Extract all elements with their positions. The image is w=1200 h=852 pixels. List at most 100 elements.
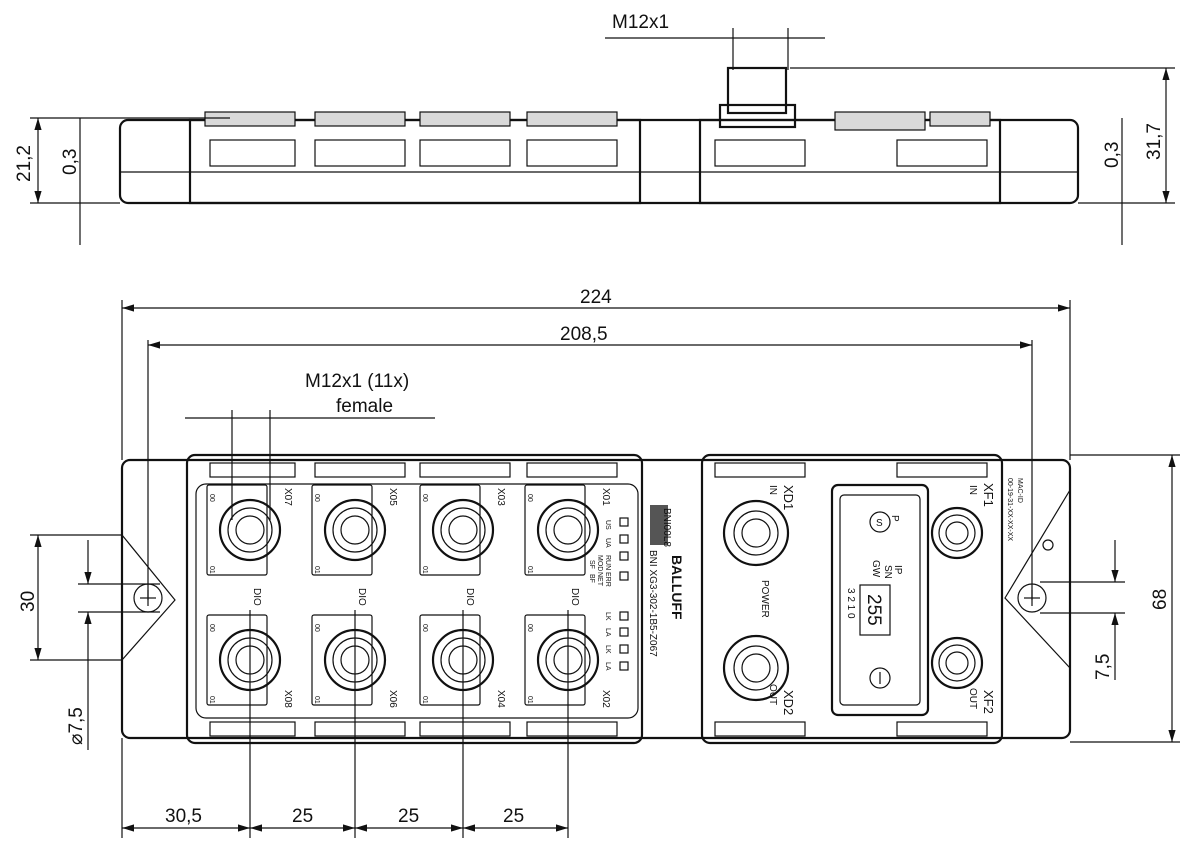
dim-21-2: 21,2 (14, 145, 35, 182)
pin-01-label: 01 (526, 696, 533, 704)
pin-00-label: 00 (421, 494, 428, 502)
pin-01-label: 01 (421, 696, 428, 704)
pin-01-label: 01 (421, 566, 428, 574)
led-sf: SF (588, 560, 595, 569)
datamatrix-code (650, 505, 668, 545)
brand-logo: BALLUFF (669, 555, 685, 620)
pin-01-label: 01 (313, 566, 320, 574)
side-body (118, 118, 1080, 205)
port-label: X08 (282, 690, 293, 708)
model-line-2: BNI XG3-302-1B5-Z067 (647, 550, 658, 657)
mac-label-2: 00-19-31-XX-XX-XX (1006, 478, 1013, 541)
led-run: RUN (604, 555, 611, 570)
dim-31-7: 31,7 (1144, 123, 1165, 160)
mount-hole-right (1017, 583, 1047, 613)
dim-dia-7-5: ⌀7,5 (66, 707, 87, 745)
port-label: X05 (387, 488, 398, 506)
s-button-icon (869, 511, 891, 533)
dio-label: DIO (251, 588, 262, 606)
sn-label: SN (882, 565, 893, 579)
power-connector-xd1 (722, 499, 790, 567)
side-view: M12x1 21,2 0,3 31,7 0,3 (14, 12, 1175, 245)
dim-25-c: 25 (503, 806, 524, 827)
m12-connector (431, 498, 495, 562)
power-module (700, 453, 1004, 745)
m12-connector (323, 498, 387, 562)
xd2-sub: OUT (767, 684, 778, 705)
port-label: X02 (600, 690, 611, 708)
fieldbus-connector-xf1 (930, 506, 984, 560)
connector-note-2: female (336, 396, 393, 417)
branding: BALLUFF BNI00L8 BNI XG3-302-1B5-Z067 (647, 505, 685, 657)
connector-note-1: M12x1 (11x) (305, 371, 409, 392)
side-connector-caps (204, 111, 991, 131)
pin-00-label: 00 (526, 494, 533, 502)
led-err: ERR (604, 572, 611, 587)
pin-00-label: 00 (313, 624, 320, 632)
dim-7-5-right: 7,5 (1093, 654, 1114, 680)
led-ua: UA (604, 538, 611, 548)
power-connector-xd2 (722, 634, 790, 702)
model-line-1: BNI00L8 (661, 508, 672, 547)
xd2-label: XD2 (781, 690, 796, 715)
xd1-label: XD1 (781, 485, 796, 510)
base-plate (120, 458, 1072, 740)
p-label: P (889, 515, 900, 522)
gw-label: GW (870, 560, 881, 578)
thread-label: M12x1 (612, 12, 669, 33)
status-leds: US UA RUN ERR MOD NET SF BF LK LA LK LA (588, 517, 629, 671)
side-vents (209, 139, 988, 167)
led-mod: MOD (596, 555, 603, 571)
m12-connector (218, 498, 282, 562)
display-digits: 3 2 1 0 (845, 588, 856, 619)
pin-00-label: 00 (526, 624, 533, 632)
xf1-label: XF1 (981, 483, 996, 507)
io-vents (209, 462, 618, 737)
port-label: X06 (387, 690, 398, 708)
led-bf: BF (588, 574, 595, 583)
pin-00-label: 00 (313, 494, 320, 502)
xd1-sub: IN (767, 485, 778, 495)
dim-208-5: 208,5 (560, 324, 608, 345)
power-label: POWER (759, 580, 770, 618)
pin-01-label: 01 (526, 566, 533, 574)
dio-label: DIO (356, 588, 367, 606)
s-symbol: S (876, 518, 883, 529)
dim-30-5: 30,5 (165, 806, 202, 827)
pin-01-label: 01 (313, 696, 320, 704)
dim-68: 68 (1150, 589, 1171, 610)
io-module (185, 453, 644, 745)
top-view: 224 208,5 M12x1 (11x) female (18, 287, 1180, 838)
port-label: X07 (282, 488, 293, 506)
dim-0-3-right: 0,3 (1102, 142, 1123, 168)
pin-00-label: 00 (208, 494, 215, 502)
power-connector-side (718, 66, 797, 129)
led-la: LA (604, 628, 611, 637)
dio-label: DIO (464, 588, 475, 606)
led-us: US (604, 520, 611, 530)
display-panel: S P IP SN GW 255 3 2 1 0 (830, 483, 930, 717)
port-label: X04 (495, 690, 506, 708)
pin-01-label: 01 (208, 696, 215, 704)
pin-00-label: 00 (421, 624, 428, 632)
led-net: NET (596, 572, 603, 587)
xf2-sub: OUT (967, 688, 978, 709)
dim-25-a: 25 (292, 806, 313, 827)
port-label: X01 (600, 488, 611, 506)
fieldbus-connector-xf2 (930, 636, 984, 690)
led-lk: LK (604, 612, 611, 621)
dim-25-b: 25 (398, 806, 419, 827)
mac-label-1: MAC-ID (1016, 478, 1023, 503)
io-ports: X070001DIOX050001DIOX030001DIOX010001DIO… (206, 484, 611, 708)
power-vents (714, 462, 988, 737)
pin-01-label: 01 (208, 566, 215, 574)
arrow-button-icon (869, 667, 891, 689)
dim-224: 224 (580, 287, 612, 308)
ip-label: IP (892, 565, 903, 575)
led-lk-2: LK (604, 645, 611, 654)
